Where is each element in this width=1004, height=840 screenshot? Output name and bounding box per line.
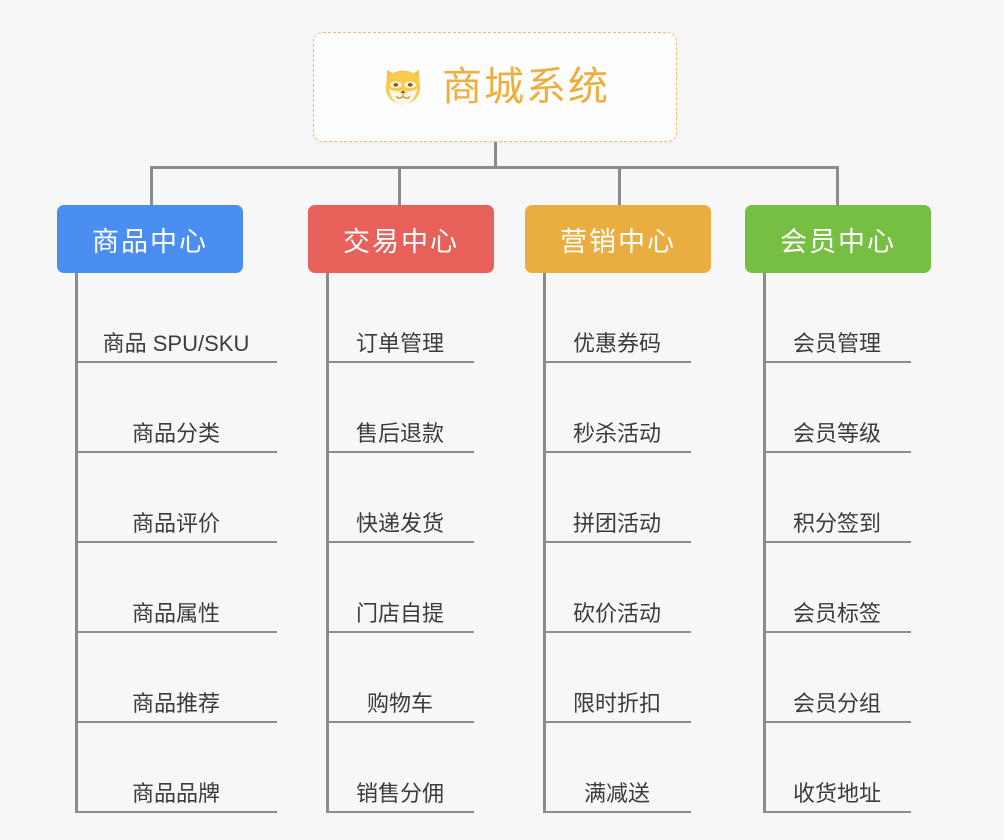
leaf-item[interactable]: 砍价活动 [543,543,691,633]
category-label-product: 商品中心 [92,226,208,257]
shiba-dog-face-icon [385,69,421,105]
leaf-item-label: 会员分组 [792,690,881,716]
leaf-item-label: 快递发货 [355,510,444,536]
leaf-item[interactable]: 积分签到 [763,453,911,543]
leaf-item-label: 收货地址 [792,780,881,806]
category-box-product[interactable]: 商品中心 [57,205,243,273]
branch-spine [763,273,766,813]
leaf-item[interactable]: 快递发货 [326,453,474,543]
drop-connector-1 [150,166,153,206]
root-title: 商城系统 [442,65,610,109]
leaf-item[interactable]: 商品推荐 [75,633,277,723]
leaf-item[interactable]: 会员管理 [763,273,911,363]
leaf-item[interactable]: 商品品牌 [75,723,277,813]
leaf-item-label: 商品分类 [131,420,220,446]
branch-spine [75,273,78,813]
leaf-item-label: 售后退款 [355,420,444,446]
leaf-item-label: 门店自提 [355,600,444,626]
leaf-item[interactable]: 购物车 [326,633,474,723]
drop-connector-4 [836,166,839,206]
leaf-item[interactable]: 满减送 [543,723,691,813]
leaf-item[interactable]: 门店自提 [326,543,474,633]
leaf-item-label: 购物车 [366,690,433,716]
leaf-item-label: 商品属性 [131,600,220,626]
branch-spine [326,273,329,813]
leaf-item-label: 商品 SPU/SKU [102,330,250,356]
leaf-item-label: 砍价活动 [572,600,661,626]
leaf-item-label: 订单管理 [355,330,444,356]
root-node[interactable]: 商城系统 [313,32,677,142]
leaf-item-label: 商品品牌 [131,780,220,806]
leaf-item[interactable]: 销售分佣 [326,723,474,813]
leaf-item-label: 销售分佣 [355,780,444,806]
leaf-item[interactable]: 售后退款 [326,363,474,453]
leaf-item[interactable]: 订单管理 [326,273,474,363]
leaf-item-label: 优惠券码 [572,330,661,356]
branch-spine [543,273,546,813]
leaf-item[interactable]: 商品评价 [75,453,277,543]
leaf-item[interactable]: 商品 SPU/SKU [75,273,277,363]
leaf-item-label: 会员管理 [792,330,881,356]
leaf-item-label: 限时折扣 [572,690,661,716]
category-box-trade[interactable]: 交易中心 [308,205,494,273]
leaf-item[interactable]: 收货地址 [763,723,911,813]
leaf-item[interactable]: 拼团活动 [543,453,691,543]
category-box-member[interactable]: 会员中心 [745,205,931,273]
category-box-marketing[interactable]: 营销中心 [525,205,711,273]
leaf-item[interactable]: 会员等级 [763,363,911,453]
leaf-item[interactable]: 会员标签 [763,543,911,633]
category-label-marketing: 营销中心 [560,226,676,257]
leaf-item[interactable]: 优惠券码 [543,273,691,363]
leaf-item[interactable]: 秒杀活动 [543,363,691,453]
category-label-trade: 交易中心 [343,226,459,257]
drop-connector-3 [618,166,621,206]
drop-connector-2 [398,166,401,206]
leaf-item-label: 会员标签 [792,600,881,626]
leaf-item[interactable]: 商品分类 [75,363,277,453]
category-label-member: 会员中心 [780,226,896,257]
root-stem-connector [494,142,497,168]
leaf-item-label: 商品推荐 [131,690,220,716]
leaf-item-label: 拼团活动 [572,510,661,536]
horizontal-bus-connector [150,166,838,169]
leaf-item[interactable]: 商品属性 [75,543,277,633]
leaf-item-label: 会员等级 [792,420,881,446]
leaf-item-label: 积分签到 [792,510,881,536]
leaf-item-label: 秒杀活动 [572,420,661,446]
leaf-item[interactable]: 会员分组 [763,633,911,723]
leaf-item-label: 满减送 [583,780,650,806]
leaf-item[interactable]: 限时折扣 [543,633,691,723]
leaf-item-label: 商品评价 [131,510,220,536]
